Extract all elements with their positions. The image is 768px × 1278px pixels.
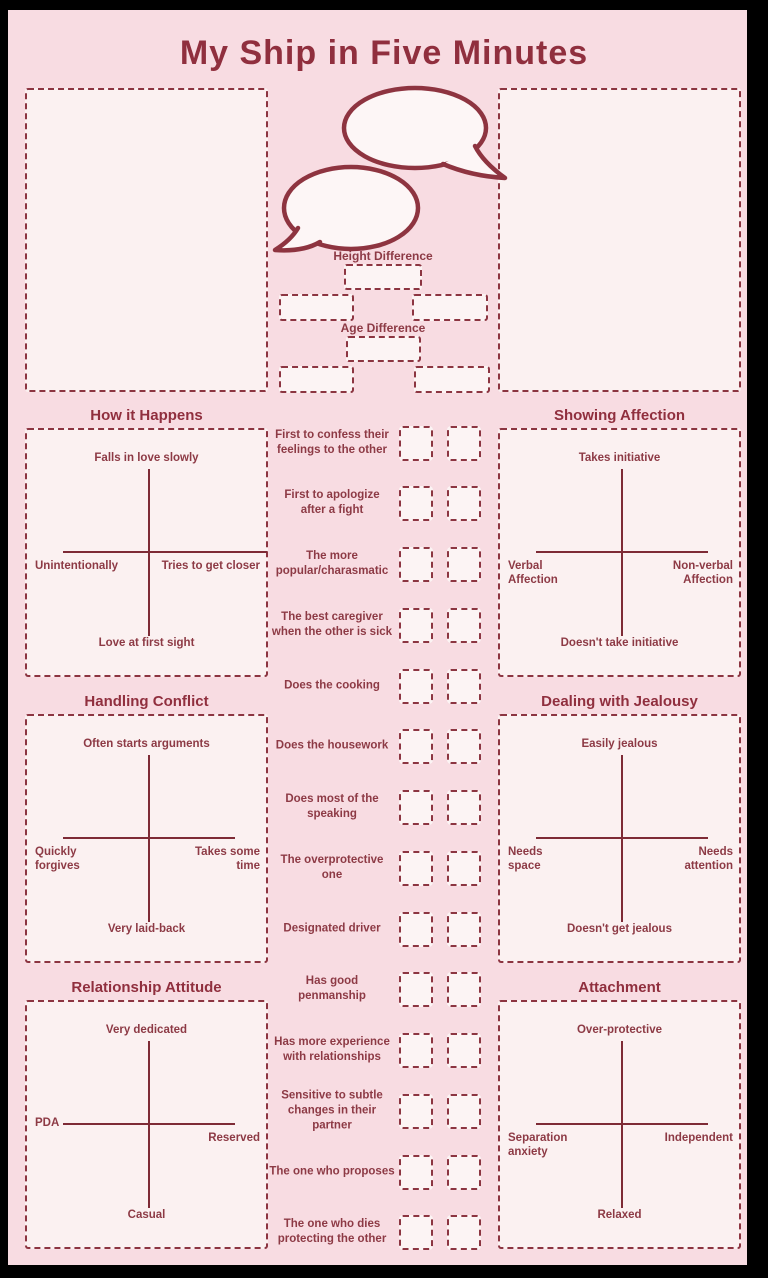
speech-bubble-top[interactable] — [341, 85, 508, 181]
checkbox-partner-2[interactable] — [447, 669, 481, 704]
age-partner-right-box[interactable] — [414, 366, 490, 393]
checkbox-partner-1[interactable] — [399, 1155, 433, 1190]
axis-label-top: Often starts arguments — [83, 738, 210, 750]
quadrant-chart-area[interactable]: Takes initiative Verbal Affection Non-ve… — [498, 428, 741, 677]
axis-label-top: Very dedicated — [105, 1024, 188, 1036]
checkbox-partner-2[interactable] — [447, 790, 481, 825]
prompt-label: The overprotective one — [280, 854, 384, 881]
checkbox-partner-1[interactable] — [399, 729, 433, 764]
quadrant-title: Relationship Attitude — [71, 979, 222, 996]
checkbox-partner-1[interactable] — [399, 851, 433, 886]
axis-label-right: Independent — [664, 1132, 733, 1144]
axis-label-top: Falls in love slowly — [94, 452, 199, 464]
quadrant-chart-area[interactable]: Very dedicated PDA Reserved Casual — [25, 1000, 268, 1249]
axis-label-right: Reserved — [208, 1132, 260, 1144]
prompt-label: Has more experience with relationships — [274, 1036, 390, 1063]
quadrant-title: Showing Affection — [553, 407, 686, 424]
checkbox-partner-1[interactable] — [399, 1033, 433, 1068]
axis-label-bottom: Casual — [127, 1209, 166, 1222]
checkbox-partner-1[interactable] — [399, 486, 433, 521]
axis-label-left: Needs space — [508, 846, 543, 872]
checkbox-partner-1[interactable] — [399, 608, 433, 643]
axis-label-top: Takes initiative — [578, 452, 661, 464]
checkbox-partner-2[interactable] — [447, 912, 481, 947]
checkbox-partner-2[interactable] — [447, 547, 481, 582]
checkbox-partner-1[interactable] — [399, 1215, 433, 1250]
prompt-label: Does most of the speaking — [285, 793, 379, 820]
quadrant-title: Handling Conflict — [84, 693, 209, 710]
axis-label-left: Quickly forgives — [35, 846, 80, 872]
age-partner-left-box[interactable] — [279, 366, 354, 393]
axis-label-top: Easily jealous — [581, 738, 658, 750]
prompt-label: Does the cooking — [284, 679, 380, 692]
height-partner-right-box[interactable] — [412, 294, 488, 321]
axis-label-bottom: Doesn't take initiative — [560, 637, 679, 650]
quadrant-chart-area[interactable]: Often starts arguments Quickly forgives … — [25, 714, 268, 963]
prompt-label: The one who dies protecting the other — [277, 1218, 387, 1245]
quadrant-chart-area[interactable]: Over-protective Separation anxiety Indep… — [498, 1000, 741, 1249]
horizontal-axis-line — [536, 837, 708, 839]
axis-label-right: Tries to get closer — [161, 560, 260, 572]
axis-label-right: Needs attention — [684, 846, 733, 872]
quadrant-chart-area[interactable]: Falls in love slowly Unintentionally Tri… — [25, 428, 268, 677]
checkbox-partner-1[interactable] — [399, 669, 433, 704]
checkbox-partner-1[interactable] — [399, 972, 433, 1007]
axis-label-top: Over-protective — [576, 1024, 662, 1036]
checkbox-partner-2[interactable] — [447, 1215, 481, 1250]
axis-label-left: PDA — [35, 1117, 60, 1129]
age-difference-label: Age Difference — [340, 321, 426, 335]
axis-label-right: Takes some time — [195, 846, 260, 872]
quadrant-title: Attachment — [578, 979, 661, 996]
checkbox-partner-1[interactable] — [399, 426, 433, 461]
checkbox-partner-2[interactable] — [447, 1094, 481, 1129]
checkbox-partner-1[interactable] — [399, 790, 433, 825]
prompt-label: The more popular/charasmatic — [275, 550, 389, 577]
horizontal-axis-line — [63, 1123, 235, 1125]
checkbox-partner-2[interactable] — [447, 1155, 481, 1190]
character-image-slot-left[interactable] — [25, 88, 268, 392]
quadrant-title: How it Happens — [90, 407, 203, 424]
horizontal-axis-line — [536, 551, 708, 553]
height-difference-value-box[interactable] — [344, 264, 422, 290]
page-title: My Ship in Five Minutes — [179, 34, 589, 72]
prompt-label: First to apologize after a fight — [284, 489, 380, 516]
checkbox-partner-2[interactable] — [447, 851, 481, 886]
quadrant-title: Dealing with Jealousy — [541, 693, 698, 710]
checkbox-partner-1[interactable] — [399, 1094, 433, 1129]
horizontal-axis-line — [63, 837, 235, 839]
character-image-slot-right[interactable] — [498, 88, 741, 392]
axis-label-left: Separation anxiety — [508, 1132, 568, 1158]
prompt-label: First to confess their feelings to the o… — [275, 429, 389, 456]
prompt-label: Has good penmanship — [298, 975, 366, 1002]
speech-bubble-bottom[interactable] — [272, 164, 421, 253]
quadrant-chart-area[interactable]: Easily jealous Needs space Needs attenti… — [498, 714, 741, 963]
axis-label-bottom: Love at first sight — [98, 637, 195, 650]
prompt-label: Does the housework — [275, 739, 389, 752]
height-difference-label: Height Difference — [333, 249, 433, 263]
speech-bubbles — [272, 85, 508, 253]
checkbox-partner-2[interactable] — [447, 608, 481, 643]
horizontal-axis-line — [63, 551, 267, 553]
checkbox-partner-1[interactable] — [399, 912, 433, 947]
axis-label-bottom: Relaxed — [597, 1209, 642, 1222]
prompt-label: The best caregiver when the other is sic… — [271, 611, 393, 638]
axis-label-left: Verbal Affection — [508, 560, 558, 586]
height-partner-left-box[interactable] — [279, 294, 354, 321]
checkbox-partner-2[interactable] — [447, 972, 481, 1007]
axis-label-left: Unintentionally — [35, 560, 119, 572]
prompt-label: The one who proposes — [269, 1165, 395, 1178]
checkbox-partner-2[interactable] — [447, 1033, 481, 1068]
axis-label-bottom: Doesn't get jealous — [567, 923, 672, 936]
prompt-label: Sensitive to subtle changes in their par… — [281, 1089, 383, 1132]
horizontal-axis-line — [536, 1123, 708, 1125]
prompt-label: Designated driver — [283, 922, 381, 935]
checkbox-partner-1[interactable] — [399, 547, 433, 582]
checkbox-partner-2[interactable] — [447, 486, 481, 521]
age-difference-value-box[interactable] — [346, 336, 421, 362]
checkbox-partner-2[interactable] — [447, 426, 481, 461]
axis-label-bottom: Very laid-back — [107, 923, 186, 936]
axis-label-right: Non-verbal Affection — [672, 560, 733, 586]
checkbox-partner-2[interactable] — [447, 729, 481, 764]
